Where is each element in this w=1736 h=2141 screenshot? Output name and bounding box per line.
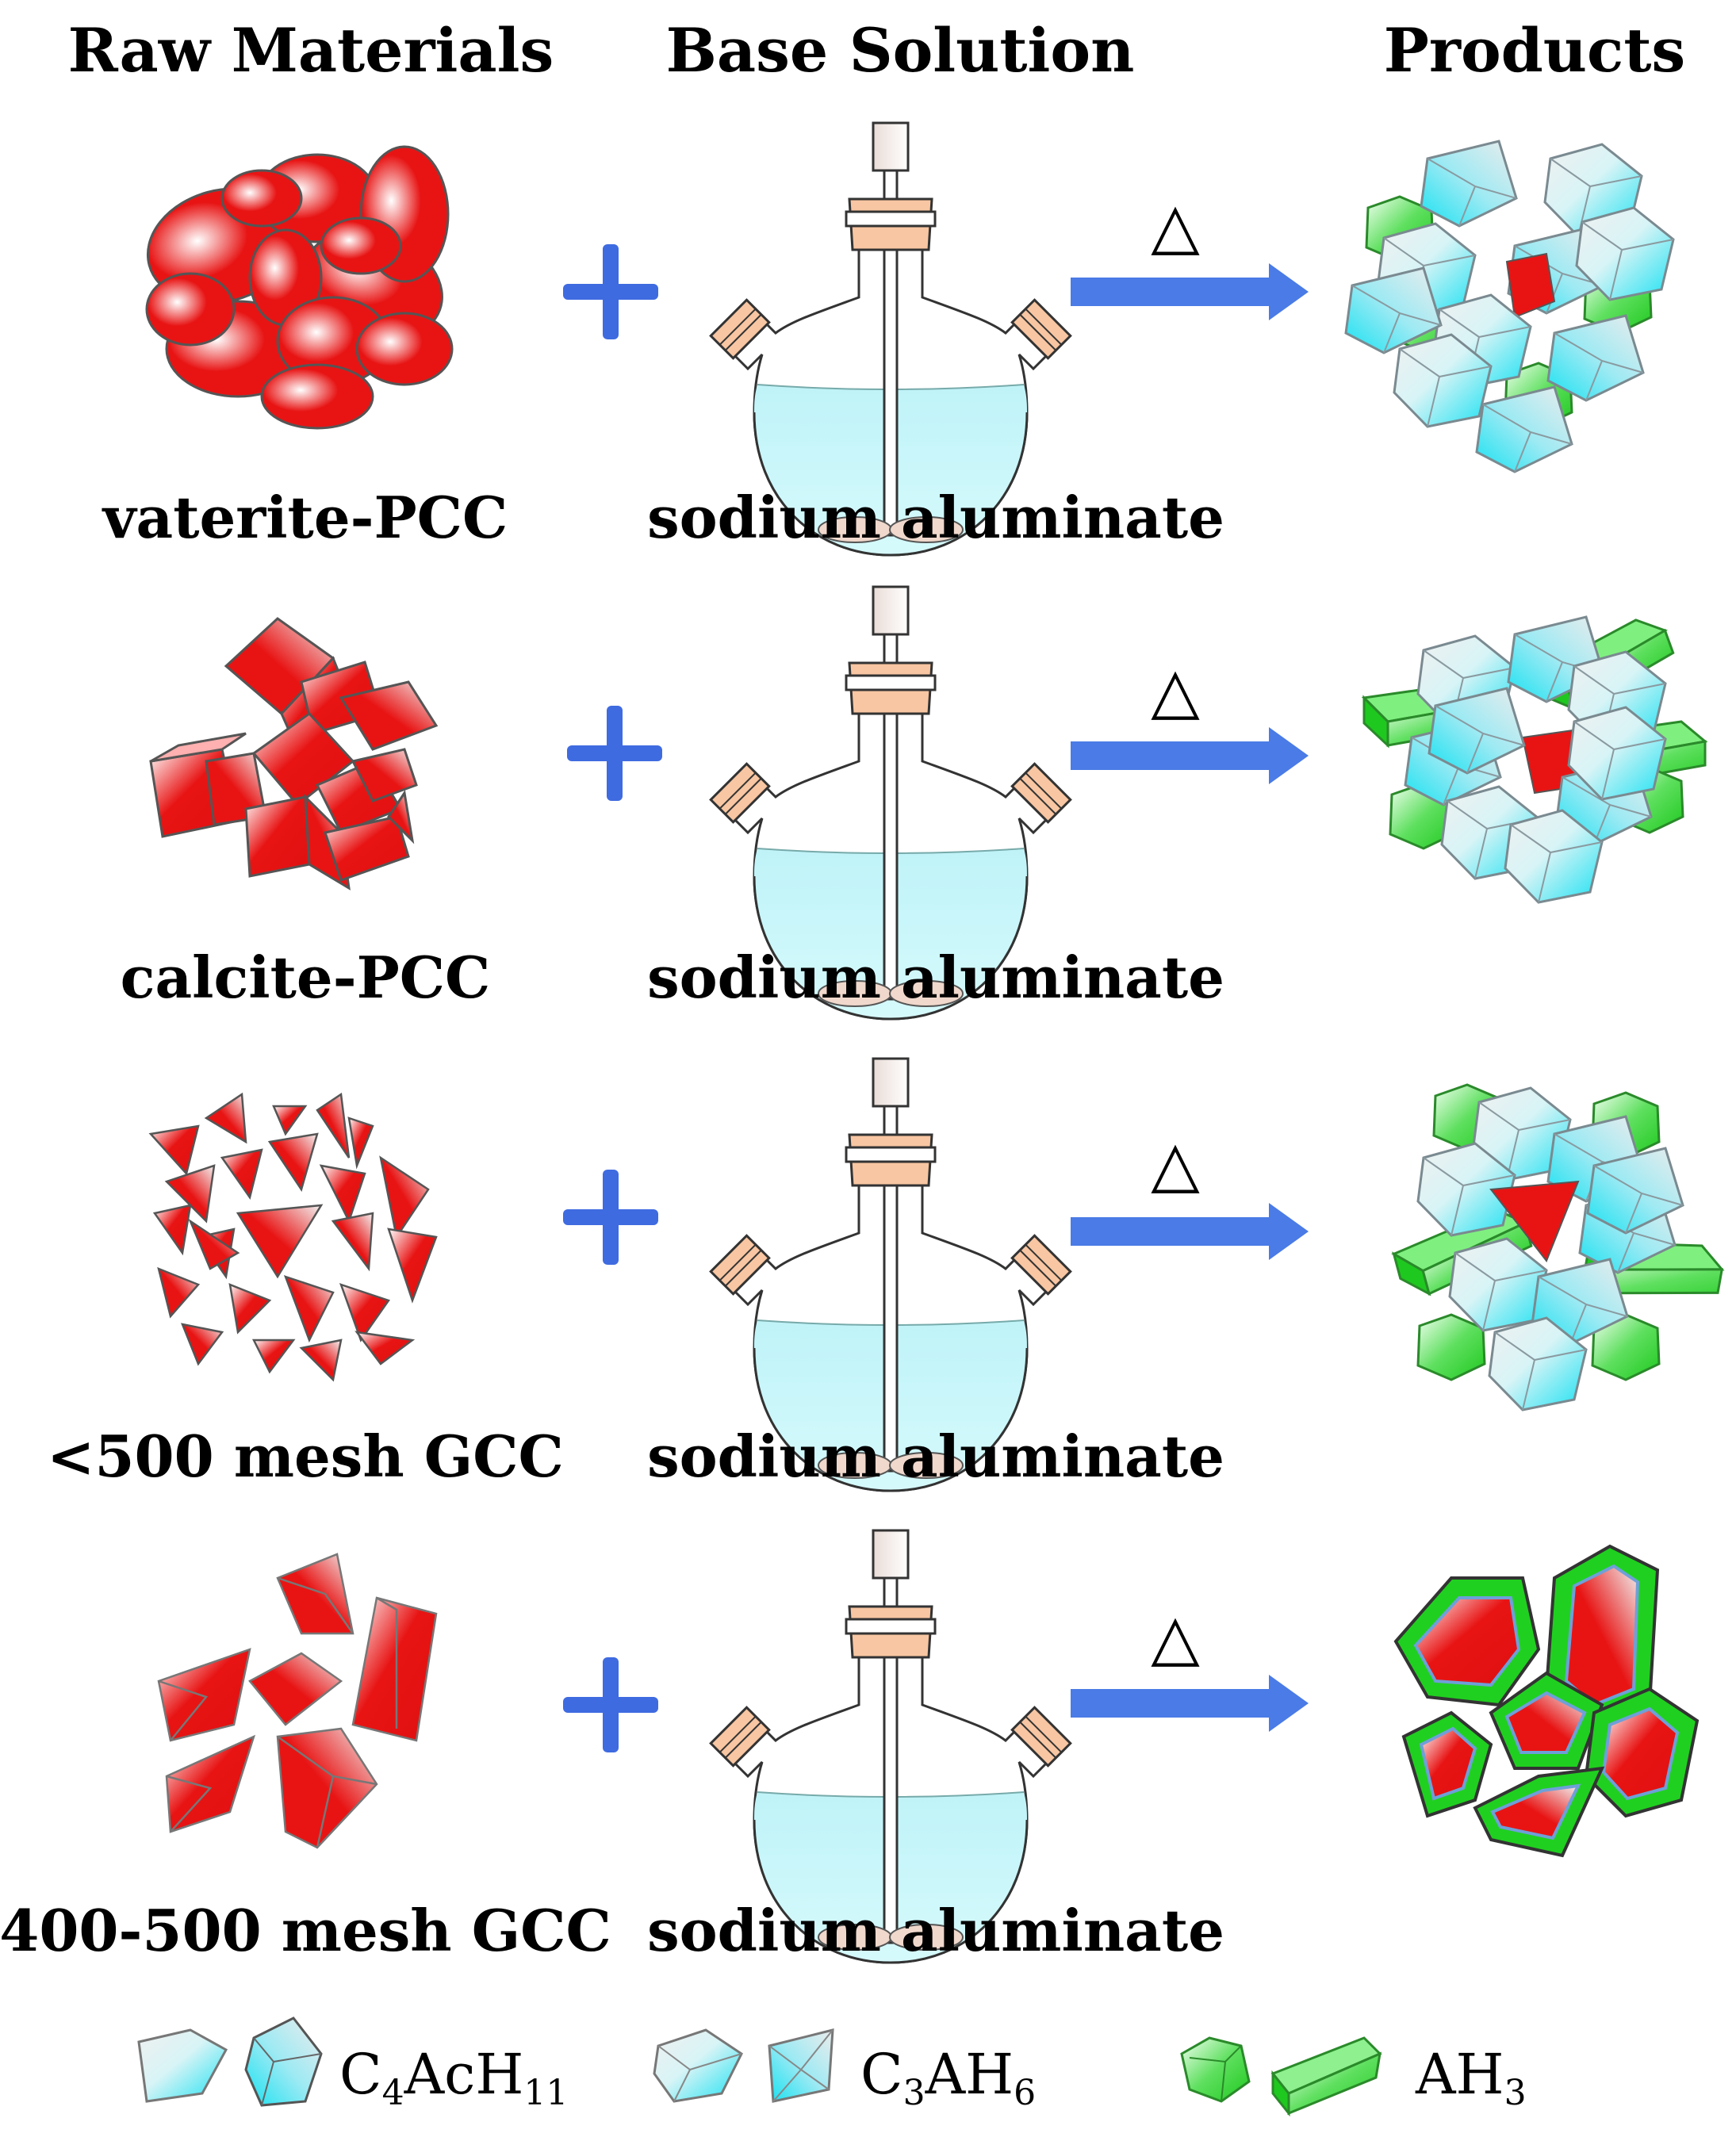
legend: C4AcH11 C3AH6 AH3 (137, 2017, 1527, 2117)
header-raw-materials: Raw Materials (68, 15, 554, 86)
base-solution-label: sodium aluminate (647, 944, 1224, 1011)
base-solution-label: sodium aluminate (647, 1423, 1224, 1490)
light-cyan-crystal-icon (653, 2028, 834, 2103)
legend-label-c3ah6: C3AH6 (860, 2042, 1036, 2113)
reaction-arrow-icon (1071, 1203, 1309, 1260)
base-solution-label: sodium aluminate (647, 484, 1224, 551)
reaction-arrow-icon (1071, 727, 1309, 784)
green-crystal-icon (1180, 2036, 1382, 2117)
product-cluster-icon (1362, 611, 1707, 904)
gcc-small-particles-icon (148, 1092, 438, 1382)
legend-label-ah3: AH3 (1415, 2042, 1527, 2113)
reaction-arrow-icon (1071, 263, 1309, 320)
row-3: △ <500 mesh GCC sodium aluminate (47, 1057, 1727, 1492)
row-2: △ calcite-PCC sodium aluminate (121, 585, 1707, 1021)
header-base-solution: Base Solution (666, 15, 1135, 86)
calcite-particles-icon (149, 617, 439, 890)
heat-condition: △ (1151, 653, 1200, 727)
heat-condition: △ (1151, 189, 1200, 262)
header-products: Products (1384, 15, 1685, 86)
row-4: △ 400-500 mesh GCC sodium aluminate (0, 1529, 1700, 1964)
plus-sign-icon (567, 706, 662, 801)
cyan-gradient-crystal-icon (137, 2017, 323, 2107)
heat-condition: △ (1151, 1127, 1200, 1201)
product-cluster-icon (1388, 1083, 1727, 1411)
raw-material-label: <500 mesh GCC (47, 1423, 564, 1490)
row-1: △ vaterite-PCC sodium aluminate (102, 121, 1675, 557)
legend-label-c4ach11: C4AcH11 (339, 2042, 568, 2113)
gcc-large-particles-icon (157, 1553, 438, 1849)
product-cluster-icon (1344, 140, 1675, 473)
raw-material-label: vaterite-PCC (102, 484, 508, 551)
plus-sign-icon (563, 244, 658, 339)
plus-sign-icon (563, 1657, 658, 1752)
reaction-arrow-icon (1071, 1675, 1309, 1732)
raw-material-label: calcite-PCC (121, 944, 491, 1011)
heat-condition: △ (1151, 1600, 1200, 1674)
coated-particles-icon (1393, 1544, 1700, 1858)
base-solution-label: sodium aluminate (647, 1897, 1224, 1964)
plus-sign-icon (563, 1170, 658, 1265)
raw-material-label: 400-500 mesh GCC (0, 1897, 611, 1964)
vaterite-particles-icon (145, 145, 454, 430)
